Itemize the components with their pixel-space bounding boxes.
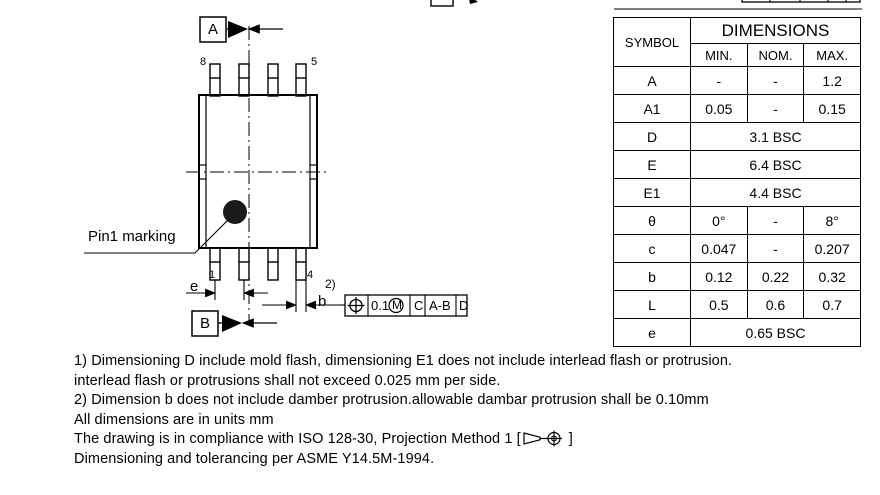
row-span-value: 0.65 BSC	[690, 318, 861, 347]
fcf-tolerance-value: 0.1	[371, 298, 390, 313]
notes-block: 1) Dimensioning D include mold flash, di…	[74, 352, 874, 470]
dimension-b-label: b	[318, 293, 327, 310]
first-angle-projection-icon	[522, 430, 568, 447]
row-nom: 0.6	[746, 290, 805, 319]
note-line-5-text: The drawing is in compliance with ISO 12…	[74, 431, 521, 448]
row-span-value: 3.1 BSC	[690, 122, 861, 151]
note-line-1: 1) Dimensioning D include mold flash, di…	[74, 353, 733, 369]
top-leads	[209, 63, 307, 97]
package-body	[198, 94, 318, 249]
table-row: L 0.5 0.6 0.7	[613, 290, 861, 319]
fcf-datum-ab: A-B	[429, 298, 451, 313]
row-nom: -	[746, 66, 805, 95]
row-min: 0°	[690, 206, 748, 235]
table-row: E1 4.4 BSC	[613, 178, 861, 207]
table-row: E 6.4 BSC	[613, 150, 861, 179]
note-line-2: interlead flash or protrusions shall not…	[74, 372, 501, 389]
pin-label-5: 5	[311, 56, 318, 68]
row-symbol: A	[613, 66, 691, 95]
row-min: -	[690, 66, 748, 95]
pin-label-8: 8	[200, 56, 207, 68]
row-max: 8°	[803, 206, 861, 235]
row-span-value: 4.4 BSC	[690, 178, 861, 207]
fcf-material-modifier: M	[392, 298, 402, 312]
row-max: 0.207	[803, 234, 861, 263]
datum-b-label: B	[200, 315, 211, 332]
row-max: 1.2	[803, 66, 861, 95]
row-max: 0.15	[803, 94, 861, 123]
row-min: 0.047	[690, 234, 748, 263]
position-symbol-icon	[347, 297, 365, 314]
row-symbol: E	[613, 150, 691, 179]
pin1-marking-dot	[223, 200, 247, 224]
note-line-4: All dimensions are in units mm	[74, 411, 274, 428]
datum-a-label: A	[208, 21, 219, 38]
row-min: 0.05	[690, 94, 748, 123]
row-max: 0.7	[803, 290, 861, 319]
table-row: A1 0.05 - 0.15	[613, 94, 861, 123]
cropped-top-frame-right	[741, 0, 861, 3]
table-row: D 3.1 BSC	[613, 122, 861, 151]
table-row: A - - 1.2	[613, 66, 861, 95]
row-nom: -	[746, 206, 805, 235]
note-line-6: Dimensioning and tolerancing per ASME Y1…	[74, 450, 435, 467]
table-row: θ 0° - 8°	[613, 206, 861, 235]
note-line-5: The drawing is in compliance with ISO 12…	[74, 430, 874, 450]
row-min: 0.12	[690, 262, 748, 291]
fcf-datum-c: C	[414, 298, 424, 313]
dimension-e-label: e	[190, 278, 199, 295]
row-max: 0.32	[803, 262, 861, 291]
note-line-3: 2) Dimension b does not include damber p…	[74, 392, 709, 409]
row-min: 0.5	[690, 290, 748, 319]
row-symbol: e	[613, 318, 691, 347]
fcf-datum-d: D	[459, 298, 469, 313]
bottom-leads	[209, 247, 307, 281]
table-header-row-2: MIN. NOM. MAX.	[614, 43, 861, 67]
row-symbol: c	[613, 234, 691, 263]
min-header: MIN.	[690, 43, 748, 67]
symbol-header: SYMBOL	[613, 17, 691, 67]
dimension-table-container: SYMBOL DIMENSIONS MIN. NOM. MAX. A - - 1…	[613, 17, 861, 347]
dimension-table: SYMBOL DIMENSIONS MIN. NOM. MAX. A - - 1…	[613, 17, 861, 347]
row-symbol: θ	[613, 206, 691, 235]
table-row: c 0.047 - 0.207	[613, 234, 861, 263]
row-nom: 0.22	[746, 262, 805, 291]
row-symbol: A1	[613, 94, 691, 123]
note-line-5-close: ]	[568, 431, 573, 448]
row-symbol: D	[613, 122, 691, 151]
note-reference-2: 2)	[325, 277, 336, 291]
max-header: MAX.	[803, 43, 861, 67]
table-row: e 0.65 BSC	[613, 318, 861, 347]
row-nom: -	[746, 94, 805, 123]
pin-label-4: 4	[307, 269, 314, 281]
pin1-marking-label: Pin1 marking	[88, 228, 176, 245]
cropped-top-frame-left	[430, 0, 478, 7]
dimensions-header: DIMENSIONS	[690, 17, 861, 44]
table-header-row-1: SYMBOL DIMENSIONS	[613, 17, 861, 67]
row-symbol: L	[613, 290, 691, 319]
row-symbol: b	[613, 262, 691, 291]
row-symbol: E1	[613, 178, 691, 207]
table-row: b 0.12 0.22 0.32	[613, 262, 861, 291]
row-span-value: 6.4 BSC	[690, 150, 861, 179]
row-nom: -	[746, 234, 805, 263]
nom-header: NOM.	[746, 43, 805, 67]
pin-label-1: 1	[209, 269, 216, 281]
